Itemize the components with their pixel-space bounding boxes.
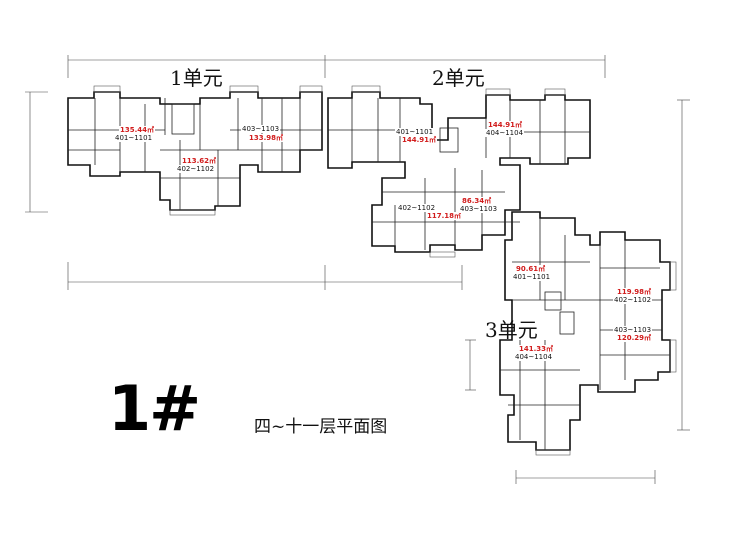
dimension-lines — [25, 55, 690, 484]
apartment-floor-label: 404~1104 — [485, 129, 525, 137]
apartment-area-label: 141.33㎡ — [518, 345, 555, 353]
apartment-area-label: 86.34㎡ — [461, 197, 493, 205]
apartment-area-label: 90.61㎡ — [515, 265, 547, 273]
apartment-floor-label: 402~1102 — [613, 296, 653, 304]
unit-3-title: 3单元 — [485, 318, 538, 342]
apartment-area-label: 133.98㎡ — [248, 134, 285, 142]
apartment-floor-label: 401~1101 — [395, 128, 435, 136]
apartment-floor-label: 401~1101 — [114, 134, 154, 142]
apartment-floor-label: 401~1101 — [512, 273, 552, 281]
building-number: 1# — [108, 372, 201, 445]
unit-2-title: 2单元 — [432, 66, 485, 90]
apartment-area-label: 120.29㎡ — [616, 334, 653, 342]
apartment-area-label: 113.62㎡ — [181, 157, 218, 165]
apartment-floor-label: 403~1103 — [613, 326, 653, 334]
apartment-area-label: 117.18㎡ — [426, 212, 463, 220]
apartment-floor-label: 404~1104 — [514, 353, 554, 361]
apartment-area-label: 119.98㎡ — [616, 288, 653, 296]
apartment-area-label: 144.91㎡ — [487, 121, 524, 129]
floor-plan-title: 四~十一层平面图 — [254, 417, 388, 437]
apartment-floor-label: 402~1102 — [176, 165, 216, 173]
apartment-floor-label: 403~1103 — [459, 205, 499, 213]
apartment-area-label: 144.91㎡ — [401, 136, 438, 144]
balconies — [93, 85, 677, 456]
unit-1-title: 1单元 — [170, 66, 223, 90]
apartment-floor-label: 403~1103 — [241, 125, 281, 133]
apartment-area-label: 135.44㎡ — [119, 126, 156, 134]
apartment-floor-label: 402~1102 — [397, 204, 437, 212]
